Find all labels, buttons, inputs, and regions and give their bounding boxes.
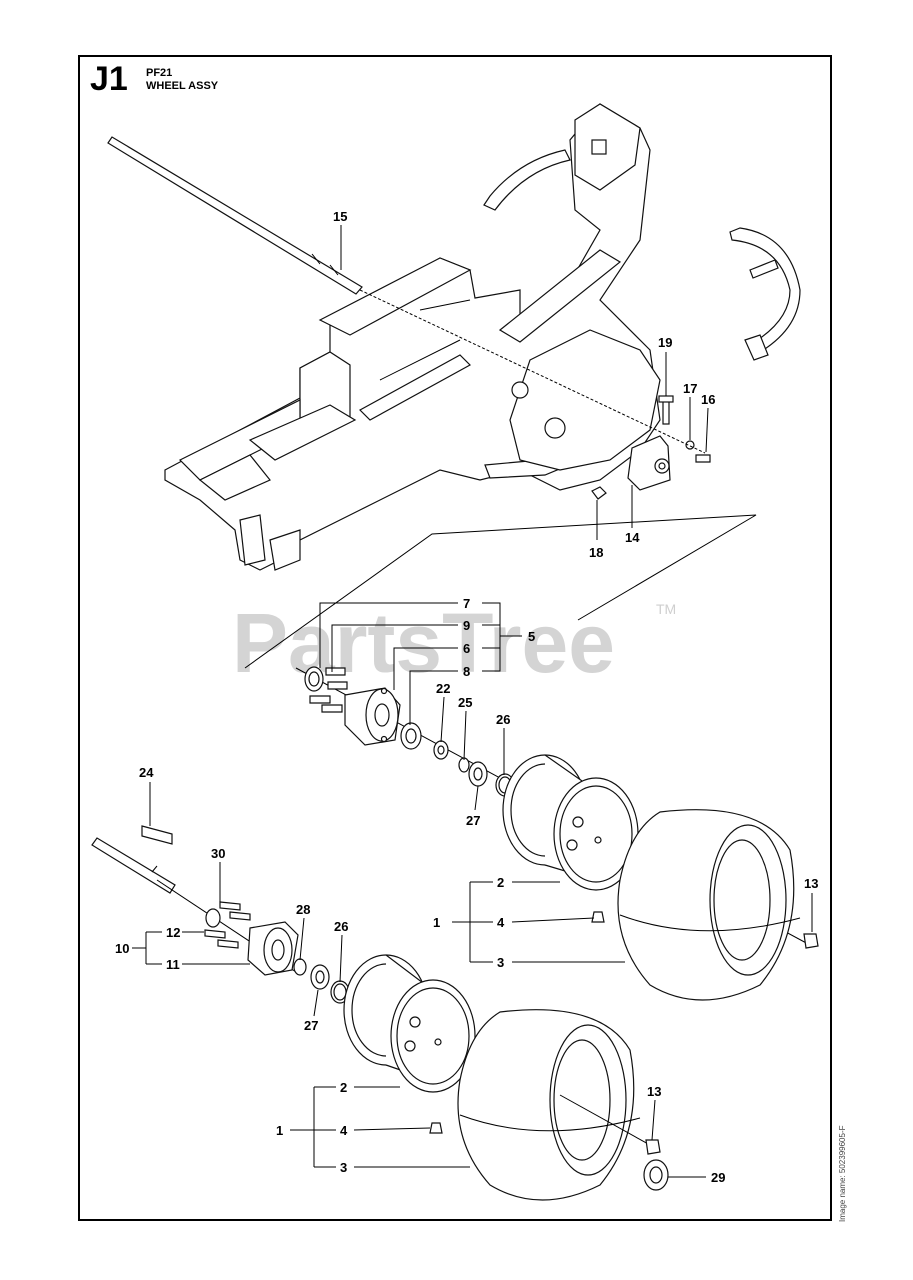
callout-1-upper: 1 (433, 915, 440, 930)
callout-2-lower: 2 (340, 1080, 347, 1095)
leader-lines (132, 225, 813, 1178)
callout-13-upper: 13 (804, 876, 818, 891)
part-18-nut (591, 486, 607, 500)
valve-stem-lower (429, 1122, 443, 1134)
watermark-logo: PartsTree (232, 596, 615, 690)
callout-16: 16 (701, 392, 715, 407)
valve-stem-upper (591, 911, 605, 923)
callout-26-lower: 26 (334, 919, 348, 934)
callout-3-lower: 3 (340, 1160, 347, 1175)
callout-10: 10 (115, 941, 129, 956)
nut-upper-13 (803, 933, 819, 949)
tire-lower (457, 1009, 641, 1201)
callout-2-upper: 2 (497, 875, 504, 890)
callout-19: 19 (658, 335, 672, 350)
callout-29: 29 (711, 1170, 725, 1185)
callout-17: 17 (683, 381, 697, 396)
callout-27-upper: 27 (466, 813, 480, 828)
callout-22: 22 (436, 681, 450, 696)
callout-1-lower: 1 (276, 1123, 283, 1138)
callout-3-upper: 3 (497, 955, 504, 970)
callout-13-lower: 13 (647, 1084, 661, 1099)
callout-28: 28 (296, 902, 310, 917)
diagram-frame (78, 55, 832, 1221)
callout-4-lower: 4 (340, 1123, 348, 1138)
chassis-frame (107, 103, 801, 571)
callout-25: 25 (458, 695, 472, 710)
hub-assembly-upper (304, 666, 515, 797)
rim-upper (502, 754, 639, 891)
tire-upper (617, 809, 801, 1001)
callout-14: 14 (625, 530, 640, 545)
rim-lower (343, 954, 476, 1093)
callout-8: 8 (463, 664, 470, 679)
part-24-key (141, 825, 173, 845)
callout-11: 11 (166, 957, 180, 972)
section-code: J1 (90, 60, 128, 98)
callout-labels: 15 19 17 16 14 18 7 9 6 8 5 22 25 26 27 … (115, 209, 818, 1185)
callout-6: 6 (463, 641, 470, 656)
callout-24: 24 (139, 765, 154, 780)
part-16-bolt (695, 454, 711, 463)
nut-lower-13 (645, 1139, 661, 1155)
watermark-trademark: TM (656, 601, 676, 617)
part-14-bracket (627, 435, 671, 491)
section-title: WHEEL ASSY (146, 80, 219, 92)
section-id: PF21 (146, 67, 173, 79)
callout-9: 9 (463, 618, 470, 633)
callout-27-lower: 27 (304, 1018, 318, 1033)
callout-4-upper: 4 (497, 915, 505, 930)
part-29-cap (643, 1159, 669, 1191)
part-19-bolt (658, 395, 674, 425)
callout-12: 12 (166, 925, 180, 940)
callout-30: 30 (211, 846, 225, 861)
callout-7: 7 (463, 596, 470, 611)
callout-18: 18 (589, 545, 603, 560)
callout-15: 15 (333, 209, 347, 224)
hub-assembly-lower (204, 901, 350, 1004)
axle-lower (91, 837, 176, 894)
callout-5: 5 (528, 629, 535, 644)
callout-26-upper: 26 (496, 712, 510, 727)
